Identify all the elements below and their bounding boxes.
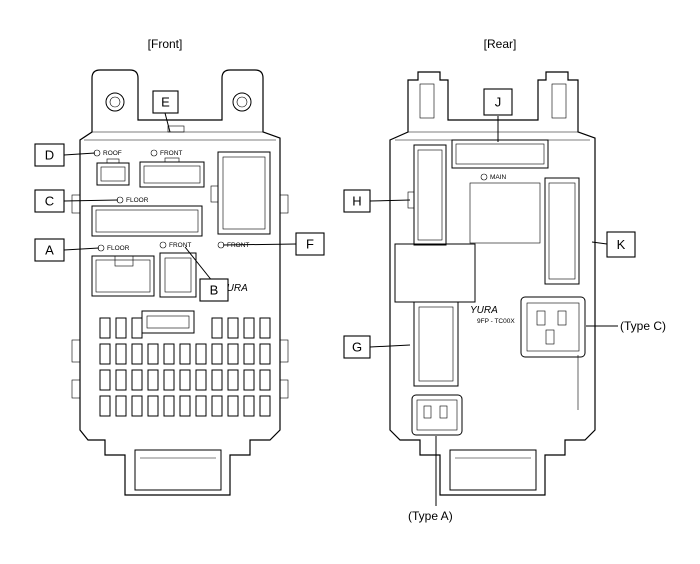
fuse-slot [147, 343, 159, 365]
fuse-slot [115, 343, 127, 365]
callout-d: D [34, 143, 65, 167]
front-view: ROOF FRONT FLOOR FLO [71, 69, 289, 496]
front-body-outline [79, 69, 281, 496]
fuse-slot [99, 395, 111, 417]
front-mount-hole-right [232, 92, 252, 112]
rear-connector-k [544, 177, 580, 285]
fuse-slot [115, 395, 127, 417]
rear-bottom-latch [449, 449, 537, 491]
fuse-slot [163, 395, 175, 417]
svg-text:FRONT: FRONT [227, 242, 249, 249]
svg-text:A: A [45, 243, 54, 258]
front-fuse-block [99, 317, 271, 417]
svg-text:G: G [352, 340, 362, 355]
svg-text:MAIN: MAIN [490, 174, 507, 181]
fuse-slot [259, 395, 271, 417]
fuse-slot [99, 343, 111, 365]
type-c-label: (Type C) [620, 319, 666, 333]
fuse-slot [259, 343, 271, 365]
leader-lines [63, 112, 618, 506]
fuse-slot [131, 395, 143, 417]
front-view-title: [Front] [148, 37, 183, 51]
fuse-slot [195, 343, 207, 365]
fuse-slot [211, 395, 223, 417]
fuse-slot [163, 343, 175, 365]
rear-connector-j-main: MAIN [451, 139, 549, 181]
fuse-slot [163, 369, 175, 391]
fuse-slot [195, 395, 207, 417]
callout-j: J [483, 88, 513, 116]
fuse-slot [195, 369, 207, 391]
fuse-slot [243, 369, 255, 391]
fuse-slot [211, 317, 223, 339]
fuse-slot [227, 317, 239, 339]
fuse-slot [227, 343, 239, 365]
svg-text:B: B [210, 283, 219, 298]
svg-text:FLOOR: FLOOR [126, 197, 149, 204]
fuse-slot [179, 395, 191, 417]
fuse-slot [147, 369, 159, 391]
callout-k: K [606, 231, 636, 258]
rear-part-number: 9FP - TC00X [477, 318, 515, 325]
fuse-slot [179, 343, 191, 365]
fuse-slot [227, 395, 239, 417]
fuse-slot [243, 343, 255, 365]
front-bottom-latch [134, 449, 222, 491]
front-connector-d-roof: ROOF [93, 149, 130, 186]
callout-h: H [343, 189, 371, 213]
fuse-slot [259, 369, 271, 391]
rear-view: MAIN YURA 9FP - TC00X [389, 71, 596, 496]
fuse-slot [243, 317, 255, 339]
callout-e: E [152, 90, 179, 114]
fuse-slot [115, 317, 127, 339]
fuse-slot [211, 343, 223, 365]
fuse-slot [131, 343, 143, 365]
rear-relay-type-a [411, 394, 463, 436]
svg-text:J: J [495, 95, 502, 110]
front-mount-hole-left [105, 92, 125, 112]
svg-text:FRONT: FRONT [160, 150, 182, 157]
fuse-slot [227, 369, 239, 391]
callout-c: C [34, 189, 65, 213]
fuse-slot [131, 369, 143, 391]
rear-relay-type-c [520, 296, 586, 358]
fuse-slot [179, 369, 191, 391]
callout-g: G [343, 335, 371, 359]
rear-view-title: [Rear] [484, 37, 517, 51]
svg-text:C: C [45, 194, 54, 209]
front-connector-right-vertical [210, 151, 271, 235]
svg-text:H: H [352, 194, 361, 209]
fuse-slot [259, 317, 271, 339]
svg-text:D: D [45, 148, 54, 163]
fuse-slot [211, 369, 223, 391]
front-brand-logo: YURA [220, 283, 248, 294]
rear-connector-g [413, 301, 459, 387]
fuse-slot [115, 369, 127, 391]
fuse-slot [243, 395, 255, 417]
svg-text:K: K [617, 237, 626, 252]
front-connector-e-front: FRONT [139, 149, 205, 188]
rear-brand-logo: YURA [470, 305, 498, 316]
fuse-slot [99, 369, 111, 391]
svg-text:ROOF: ROOF [103, 150, 122, 157]
svg-text:E: E [161, 95, 170, 110]
svg-text:F: F [306, 237, 314, 252]
callout-b: B [199, 278, 229, 302]
front-connector-a-floor: FLOOR [91, 244, 155, 297]
svg-text:FRONT: FRONT [169, 242, 191, 249]
fuse-slot [131, 317, 143, 339]
fuse-slot [99, 317, 111, 339]
front-connector-b-front: FRONT [159, 241, 197, 298]
svg-text:FLOOR: FLOOR [107, 245, 130, 252]
callout-f: F [295, 232, 325, 256]
type-a-label: (Type A) [408, 509, 453, 523]
callout-a: A [34, 238, 65, 262]
fuse-slot [147, 395, 159, 417]
